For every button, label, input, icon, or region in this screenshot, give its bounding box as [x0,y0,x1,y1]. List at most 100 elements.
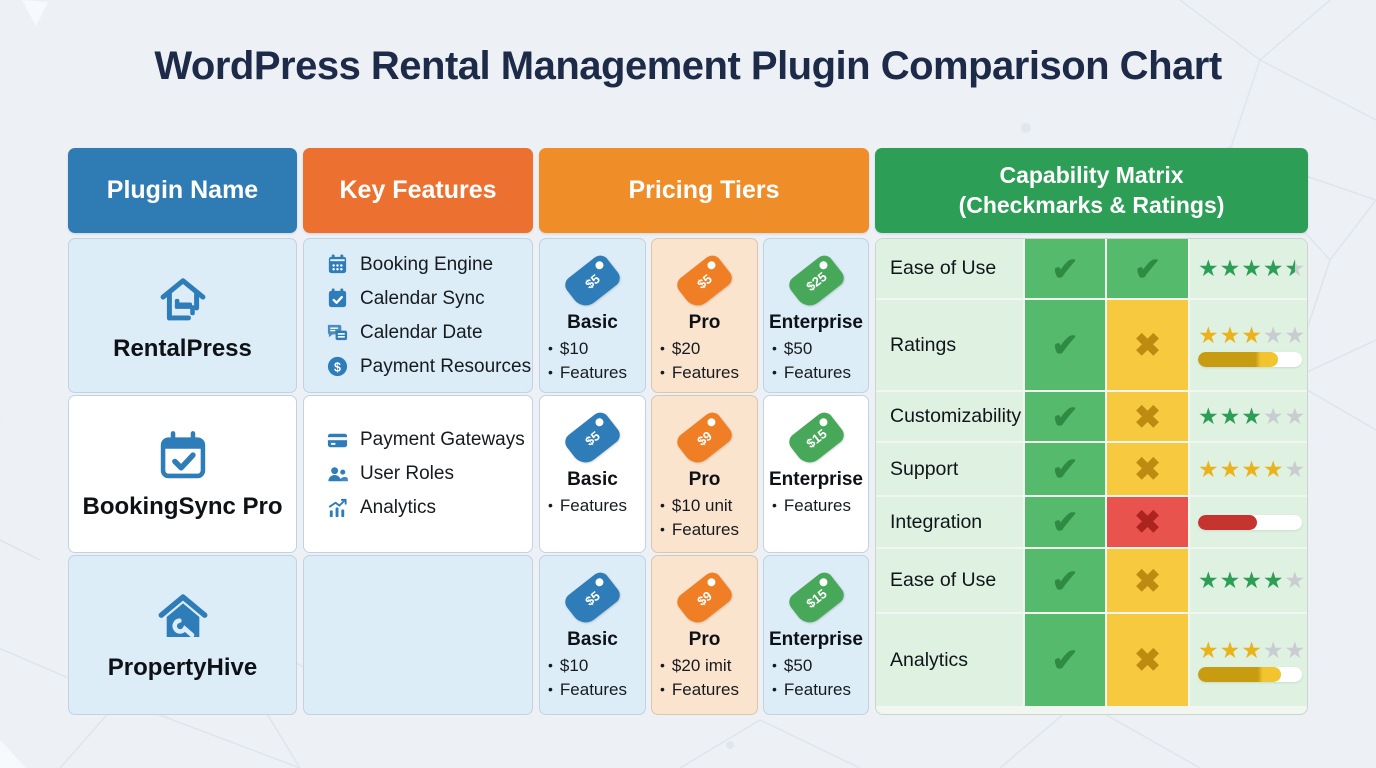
users-icon [326,463,349,486]
tier-item: Features [548,678,627,702]
capability-row-customizability: Customizability ✔ ✖ ★★★★★ [876,392,1307,441]
rating-cell: ★★★★★ [1190,300,1307,390]
calendar-check-icon [152,427,214,485]
feature-label: Analytics [360,497,437,518]
feature-item: Payment Gateways [326,429,532,452]
capability-row-label: Integration [876,497,1023,547]
capability-row-label: Ratings [876,300,1023,390]
progress-bar [1198,666,1302,682]
tier-item-list: $50 Features [772,337,851,385]
tier-card-pro: $9 Pro $10 unit Features [651,395,758,553]
capability-row-support: Support ✔ ✖ ★★★★★ [876,443,1307,495]
house-bed-icon [152,269,214,327]
feature-label: Booking Engine [360,253,494,275]
capability-row-ease-of-use: Ease of Use ✔ ✔ ★★★★★★ [876,239,1307,298]
feature-label: Calendar Sync [360,287,485,309]
tier-item: Features [660,518,739,542]
tier-card-pro: $9 Pro $20 imit Features [651,555,758,715]
tier-item: Features [548,494,627,518]
price-tag-value: $5 [582,587,603,609]
rating-cell: ★★★★★ [1190,614,1307,706]
price-tag-icon: $5 [561,251,624,311]
capability-row-analytics: Analytics ✔ ✖ ★★★★★ [876,614,1307,706]
cross-cell: ✖ [1107,392,1188,441]
tier-item-list: $10 unit Features [660,494,739,542]
star-rating: ★★★★★ [1198,403,1306,429]
dollar-circle-icon: $ [326,355,349,378]
checkmark-cell: ✔ [1025,239,1105,298]
capability-row-ease-of-use-2: Ease of Use ✔ ✖ ★★★★★ [876,549,1307,612]
feature-label: Payment Gateways [360,429,525,450]
tier-item-list: Features [772,494,851,518]
star-rating: ★★★★★ [1198,636,1306,663]
price-tag-value: $15 [802,585,830,611]
table-header-row: Plugin Name Key Features Pricing Tiers C… [68,148,1308,233]
checkmark-cell: ✔ [1107,239,1188,298]
table-body: RentalPress Booking Engine Calendar Sync… [68,238,1308,715]
price-tag-value: $5 [694,270,715,292]
capability-row-ratings: Ratings ✔ ✖ ★★★★★ [876,300,1307,390]
price-tag-icon: $9 [673,568,736,628]
rating-cell: ★★★★★ [1190,443,1307,495]
tier-item: $20 [660,337,739,361]
tier-item-list: $20 imit Features [660,654,739,702]
feature-item: User Roles [326,463,532,486]
tier-item: $10 unit [660,494,739,518]
rating-cell: ★★★★★ [1190,549,1307,612]
checkmark-cell: ✔ [1025,497,1105,547]
star-rating: ★★★★★ [1198,455,1306,482]
calendar-grid-icon [326,253,349,276]
tier-item: $50 [772,654,851,678]
capability-row-label: Analytics [876,614,1023,706]
comparison-table: Plugin Name Key Features Pricing Tiers C… [68,148,1308,715]
tier-item: Features [660,678,739,702]
tier-card-basic: $5 Basic $10 Features [539,555,646,715]
feature-label: Payment Resources [360,355,532,377]
checkmark-cell: ✔ [1025,443,1105,495]
plugin-name-label: RentalPress [113,334,252,362]
header-capability-line1: Capability Matrix [999,161,1184,188]
tier-item: $50 [772,337,851,361]
pricing-cell-rentalpress: $5 Basic $10 Features $5 Pro $20 Feature… [539,238,869,393]
capability-row-integration: Integration ✔ ✖ [876,497,1307,547]
price-tag-icon: $9 [673,408,736,468]
tier-item: $10 [548,337,627,361]
header-key-features-label: Key Features [339,176,497,205]
header-plugin-name: Plugin Name [68,148,297,233]
features-cell-bookingsync-pro: Payment Gateways User Roles Analytics [303,395,533,553]
header-capability-line2: (Checkmarks & Ratings) [958,191,1225,218]
price-tag-value: $25 [802,268,830,294]
tier-item: $20 imit [660,654,739,678]
tier-card-basic: $5 Basic $10 Features [539,238,646,393]
pricing-cell-propertyhive: $5 Basic $10 Features $9 Pro $20 imit Fe… [539,555,869,715]
feature-label: Calendar Date [360,321,483,343]
tier-name: Pro [688,629,721,650]
price-tag-value: $5 [582,270,603,292]
features-cell-propertyhive-empty [303,555,533,715]
price-tag-icon: $15 [785,408,847,468]
tier-item-list: $20 Features [660,337,739,385]
page-title: WordPress Rental Management Plugin Compa… [154,44,1222,88]
calendar-check-icon [326,287,349,310]
tier-item: Features [772,361,851,385]
capability-matrix: Ease of Use ✔ ✔ ★★★★★★ Ratings ✔ ✖ ★★★★★… [875,238,1308,715]
header-pricing-tiers-label: Pricing Tiers [628,176,780,205]
tier-name: Pro [688,469,721,490]
rating-cell [1190,497,1307,547]
pricing-cell-bookingsync-pro: $5 Basic Features $9 Pro $10 unit Featur… [539,395,869,553]
tier-name: Basic [567,469,618,490]
capability-row-label: Support [876,443,1023,495]
tier-name: Basic [567,312,618,333]
price-tag-icon: $15 [785,568,847,628]
price-tag-icon: $5 [561,568,624,628]
svg-text:$: $ [334,360,341,374]
tier-item-list: $10 Features [548,337,627,385]
tier-name: Enterprise [769,469,863,490]
cross-cell: ✖ [1107,300,1188,390]
cross-cell: ✖ [1107,497,1188,547]
tier-item: Features [660,361,739,385]
feature-item: Booking Engine [326,253,532,276]
price-tag-icon: $5 [673,251,736,311]
checkmark-cell: ✔ [1025,549,1105,612]
progress-bar [1198,514,1302,530]
